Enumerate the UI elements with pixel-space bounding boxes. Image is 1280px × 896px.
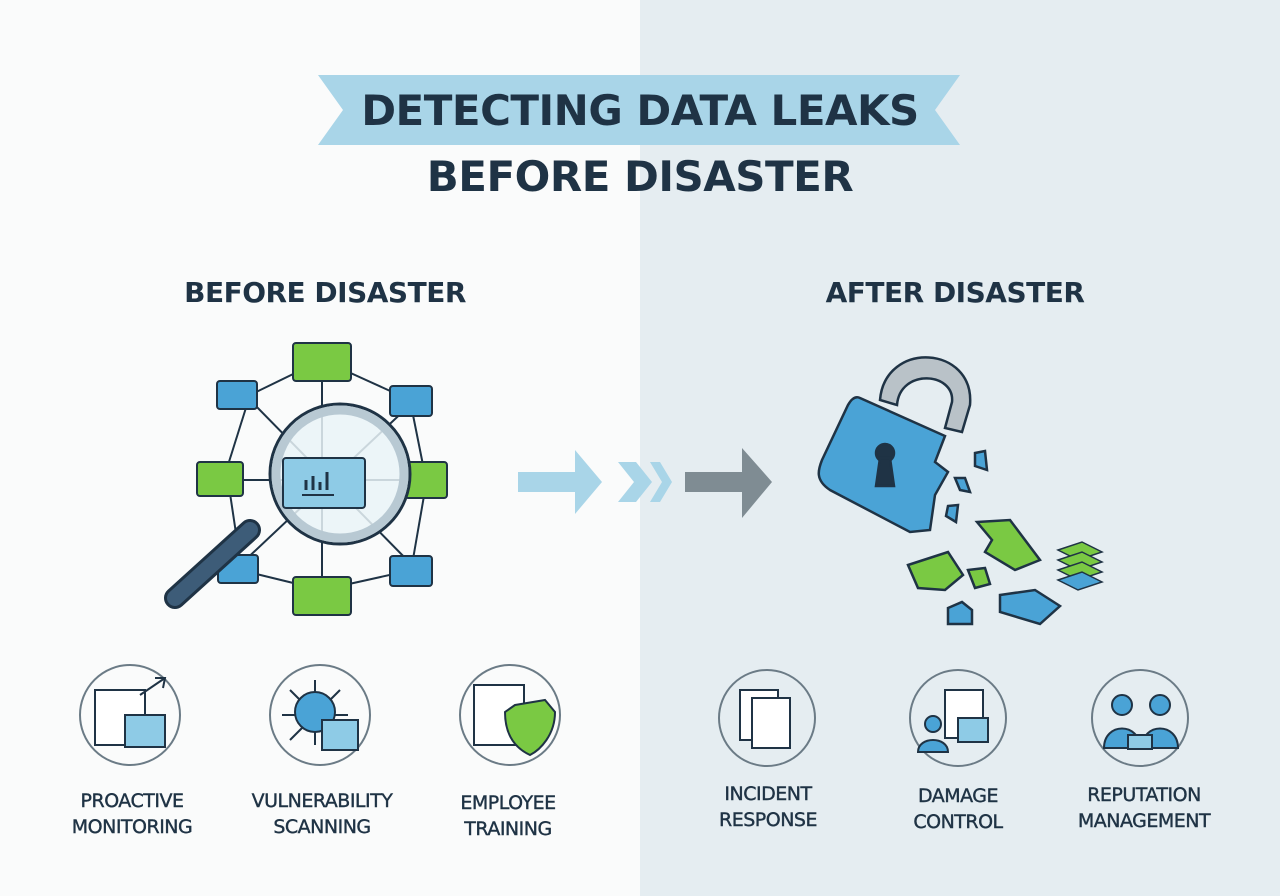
transition-arrows [518, 448, 772, 518]
before-item-label: VULNERABILITY SCANNING [251, 788, 393, 840]
after-item-label: INCIDENT RESPONSE [719, 781, 818, 833]
label-line: VULNERABILITY [251, 790, 393, 812]
documents-icon [739, 689, 791, 749]
people-icon [1102, 694, 1180, 750]
after-heading: AFTER DISASTER [825, 276, 1085, 309]
label-line: SCANNING [273, 816, 371, 838]
page-title-line1: DETECTING DATA LEAKS [361, 86, 919, 135]
label-line: MONITORING [71, 816, 193, 838]
data-cards [196, 342, 448, 616]
label-line: TRAINING [464, 818, 552, 840]
label-line: PROACTIVE [80, 790, 184, 812]
page-title-line2: BEFORE DISASTER [426, 152, 854, 201]
before-item-label: EMPLOYEE TRAINING [460, 790, 556, 842]
title-ribbon [318, 75, 960, 145]
after-item-label: DAMAGE CONTROL [913, 783, 1003, 835]
after-item-label: REPUTATION MANAGEMENT [1077, 782, 1211, 834]
label-line: INCIDENT [724, 783, 812, 805]
document-monitor-icon [94, 677, 167, 748]
magnifying-glass-icon [164, 402, 412, 609]
label-line: MANAGEMENT [1077, 810, 1211, 832]
label-line: EMPLOYEE [460, 792, 556, 814]
label-line: CONTROL [913, 811, 1003, 833]
label-line: DAMAGE [917, 785, 999, 807]
label-line: REPUTATION [1087, 784, 1202, 806]
before-item-label: PROACTIVE MONITORING [71, 788, 193, 840]
document-shield-icon [473, 684, 557, 757]
label-line: RESPONSE [719, 809, 818, 831]
person-document-icon [916, 689, 989, 753]
broken-padlock-icon [817, 356, 1104, 626]
icon-circles [79, 664, 1189, 767]
before-heading: BEFORE DISASTER [184, 276, 466, 309]
virus-scan-icon [282, 680, 359, 751]
